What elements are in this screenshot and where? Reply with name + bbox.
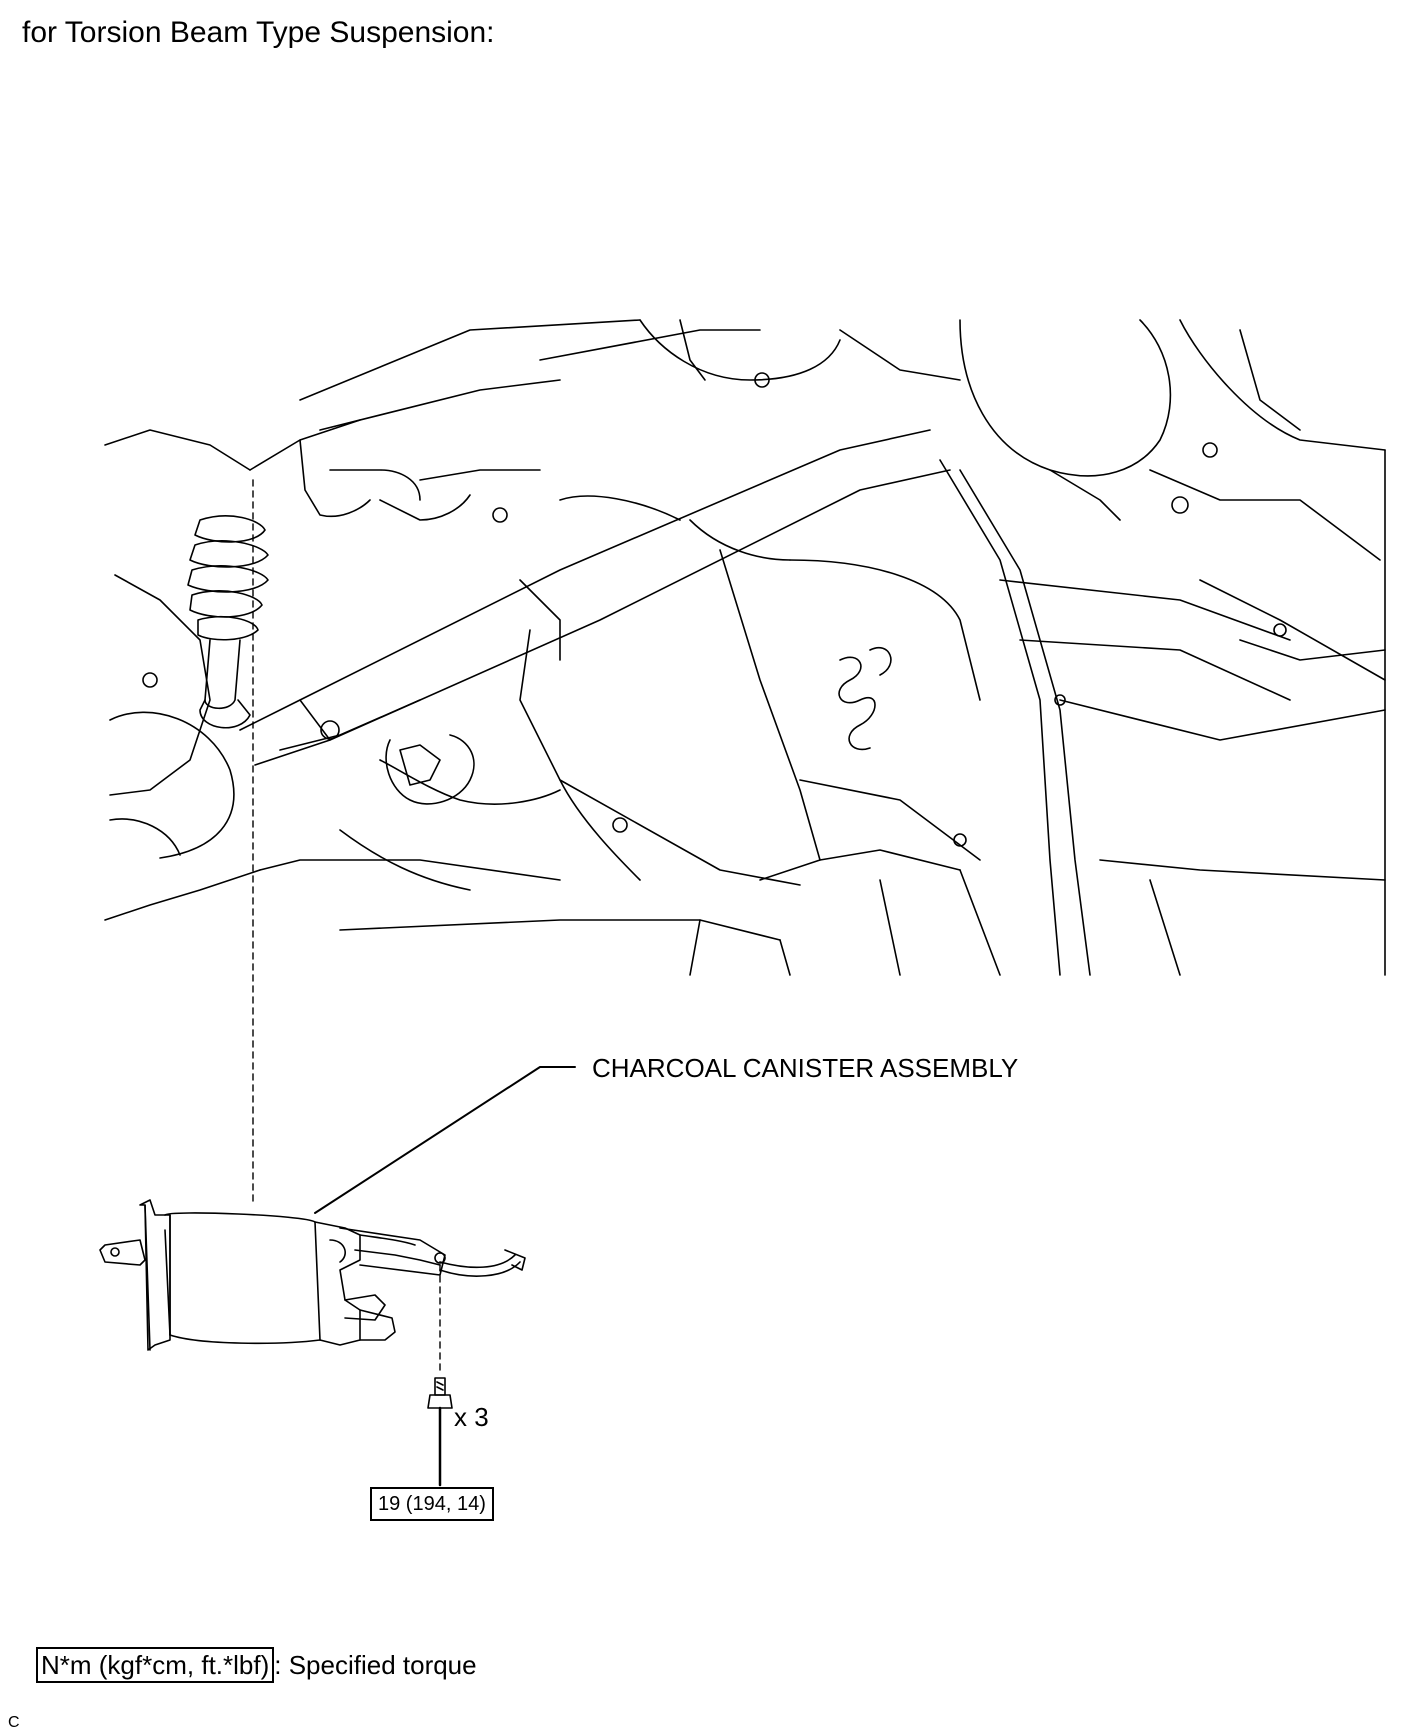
part-name-label: CHARCOAL CANISTER ASSEMBLY xyxy=(592,1053,1019,1083)
bolt-icon xyxy=(427,1377,453,1409)
diagram-title: for Torsion Beam Type Suspension: xyxy=(22,16,495,49)
part-leader-line xyxy=(314,1066,576,1214)
torque-unit-box: N*m (kgf*cm, ft.*lbf) xyxy=(36,1647,275,1683)
bolt-quantity-label: x 3 xyxy=(454,1402,489,1432)
footer-letter: C xyxy=(8,1714,20,1731)
charcoal-canister-part xyxy=(99,1199,526,1351)
underbody-drawing xyxy=(104,319,1386,976)
torque-legend-text: : Specified torque xyxy=(274,1650,477,1680)
torque-value-box: 19 (194, 14) xyxy=(370,1487,494,1521)
torque-legend: N*m (kgf*cm, ft.*lbf): Specified torque xyxy=(36,1647,477,1683)
